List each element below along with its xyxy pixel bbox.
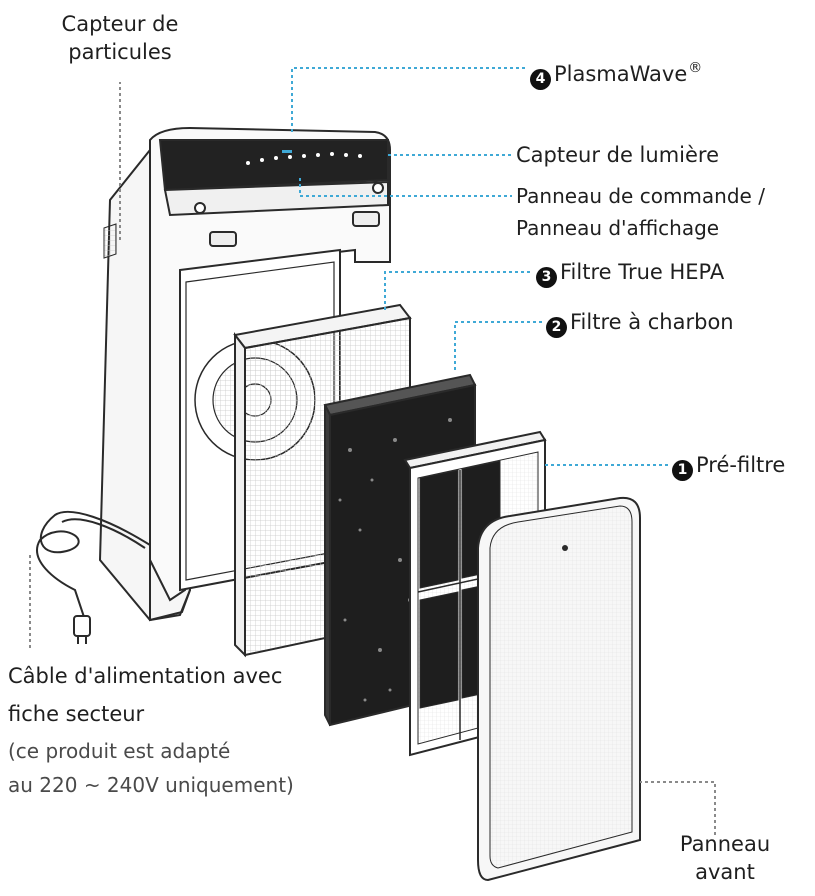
badge-3: 3 xyxy=(536,267,557,288)
label-carbon-text: Filtre à charbon xyxy=(570,310,734,334)
leader-carbon xyxy=(454,321,542,370)
label-control-panel-line1: Panneau de commande / xyxy=(516,184,765,208)
label-prefilter-text: Pré-filtre xyxy=(696,453,786,477)
leader-front-panel xyxy=(640,781,716,835)
label-power-note-line1: (ce produit est adapté xyxy=(8,739,231,763)
label-hepa-text: Filtre True HEPA xyxy=(560,260,725,284)
badge-2: 2 xyxy=(546,317,567,338)
label-light-sensor: Capteur de lumière xyxy=(516,141,719,169)
label-light-sensor-text: Capteur de lumière xyxy=(516,143,720,167)
label-power-cable-line2: fiche secteur xyxy=(8,702,145,726)
label-control-panel: Panneau de commande / Panneau d'affichag… xyxy=(516,182,765,242)
leader-hepa xyxy=(384,271,532,310)
badge-1: 1 xyxy=(672,460,693,481)
leader-lines xyxy=(291,67,668,466)
label-power-note: (ce produit est adapté au 220 ~ 240V uni… xyxy=(8,737,294,799)
label-particle-sensor-line1: Capteur de xyxy=(61,12,179,36)
label-power-cable: Câble d'alimentation avec fiche secteur xyxy=(8,662,282,728)
leader-plasmawave xyxy=(291,67,526,132)
label-particle-sensor: Capteur de particules xyxy=(50,10,190,66)
control-panel-buttons xyxy=(246,150,362,165)
label-front-panel-line2: avant xyxy=(695,860,755,884)
badge-4: 4 xyxy=(530,69,551,90)
label-control-panel-line2: Panneau d'affichage xyxy=(516,216,720,240)
front-panel xyxy=(477,496,641,882)
registered-mark: ® xyxy=(688,60,703,76)
label-particle-sensor-line2: particules xyxy=(68,40,172,64)
label-plasmawave-text: PlasmaWave xyxy=(554,62,688,86)
label-front-panel: Panneau avant xyxy=(670,830,780,886)
power-cable xyxy=(36,510,151,644)
leader-control-panel xyxy=(299,178,512,197)
label-front-panel-line1: Panneau xyxy=(679,832,771,856)
label-power-cable-line1: Câble d'alimentation avec xyxy=(8,664,283,688)
gray-leader-lines xyxy=(29,82,716,835)
label-power-note-line2: au 220 ~ 240V uniquement) xyxy=(8,773,294,797)
